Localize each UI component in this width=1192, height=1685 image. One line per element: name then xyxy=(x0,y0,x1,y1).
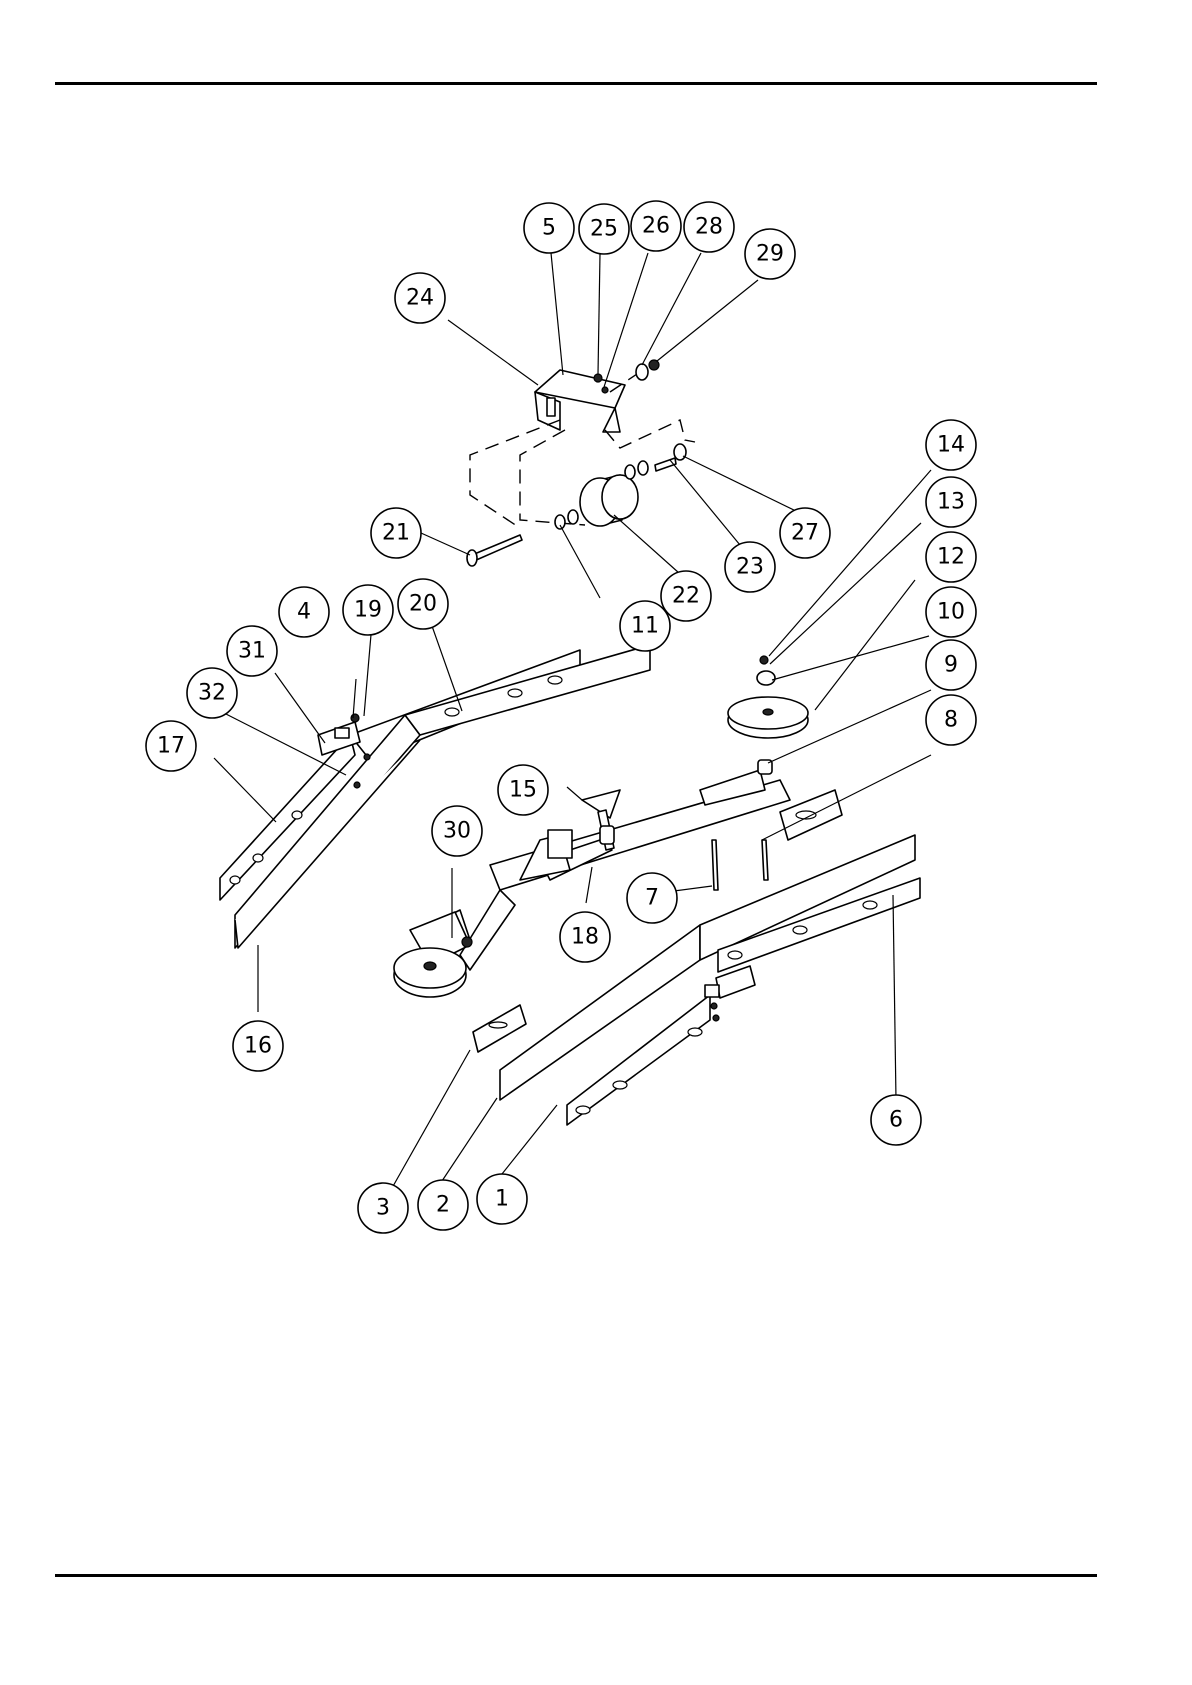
callout-16: 16 xyxy=(233,1021,283,1071)
svg-text:10: 10 xyxy=(937,600,965,625)
svg-text:26: 26 xyxy=(642,214,670,239)
callout-25: 25 xyxy=(579,204,629,254)
callout-8: 8 xyxy=(926,695,976,745)
svg-text:30: 30 xyxy=(443,819,471,844)
callout-14: 14 xyxy=(926,420,976,470)
svg-text:19: 19 xyxy=(354,598,382,623)
svg-text:17: 17 xyxy=(157,734,185,759)
svg-text:11: 11 xyxy=(631,614,659,639)
callout-12: 12 xyxy=(926,532,976,582)
svg-text:32: 32 xyxy=(198,681,226,706)
callout-6: 6 xyxy=(871,1095,921,1145)
callout-27: 27 xyxy=(780,508,830,558)
svg-text:24: 24 xyxy=(406,286,434,311)
svg-text:27: 27 xyxy=(791,521,819,546)
svg-text:8: 8 xyxy=(944,708,958,733)
callout-30: 30 xyxy=(432,806,482,856)
svg-text:25: 25 xyxy=(590,217,618,242)
callout-1: 1 xyxy=(477,1174,527,1224)
callout-3: 3 xyxy=(358,1183,408,1233)
callout-18: 18 xyxy=(560,912,610,962)
callout-29: 29 xyxy=(745,229,795,279)
top-bracket xyxy=(535,370,625,432)
callout-11: 11 xyxy=(620,601,670,651)
svg-text:9: 9 xyxy=(944,653,958,678)
callout-24: 24 xyxy=(395,273,445,323)
svg-text:29: 29 xyxy=(756,242,784,267)
svg-text:16: 16 xyxy=(244,1034,272,1059)
svg-text:12: 12 xyxy=(937,545,965,570)
callout-10: 10 xyxy=(926,587,976,637)
callout-17: 17 xyxy=(146,721,196,771)
callout-23: 23 xyxy=(725,542,775,592)
callout-13: 13 xyxy=(926,477,976,527)
svg-text:31: 31 xyxy=(238,639,266,664)
svg-text:20: 20 xyxy=(409,592,437,617)
svg-text:4: 4 xyxy=(297,600,311,625)
callout-5: 5 xyxy=(524,203,574,253)
callout-31: 31 xyxy=(227,626,277,676)
callout-2: 2 xyxy=(418,1180,468,1230)
svg-text:23: 23 xyxy=(736,555,764,580)
svg-text:1: 1 xyxy=(495,1187,509,1212)
callout-21: 21 xyxy=(371,508,421,558)
svg-text:14: 14 xyxy=(937,433,965,458)
callout-28: 28 xyxy=(684,202,734,252)
svg-text:22: 22 xyxy=(672,584,700,609)
svg-text:2: 2 xyxy=(436,1193,450,1218)
callout-19: 19 xyxy=(343,585,393,635)
svg-text:15: 15 xyxy=(509,778,537,803)
svg-text:6: 6 xyxy=(889,1108,903,1133)
callout-26: 26 xyxy=(631,201,681,251)
callout-20: 20 xyxy=(398,579,448,629)
callout-22: 22 xyxy=(661,571,711,621)
callout-4: 4 xyxy=(279,587,329,637)
svg-text:18: 18 xyxy=(571,925,599,950)
roller xyxy=(580,475,638,526)
svg-text:7: 7 xyxy=(645,886,659,911)
svg-text:5: 5 xyxy=(542,216,556,241)
svg-text:3: 3 xyxy=(376,1196,390,1221)
svg-text:13: 13 xyxy=(937,490,965,515)
callout-7: 7 xyxy=(627,873,677,923)
callout-9: 9 xyxy=(926,640,976,690)
callout-15: 15 xyxy=(498,765,548,815)
callout-32: 32 xyxy=(187,668,237,718)
svg-text:28: 28 xyxy=(695,215,723,240)
svg-text:21: 21 xyxy=(382,521,410,546)
